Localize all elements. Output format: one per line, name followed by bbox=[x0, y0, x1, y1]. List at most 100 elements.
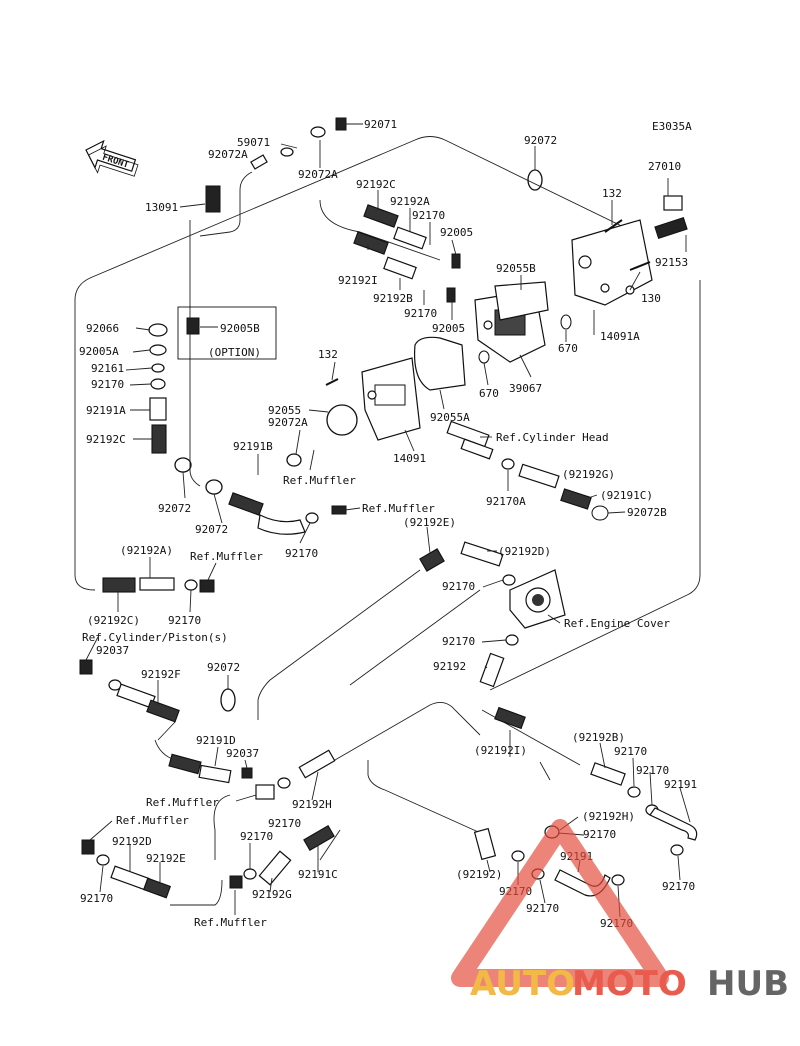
spring-92192C-b bbox=[151, 424, 167, 454]
muffler-fitting-c bbox=[81, 839, 95, 855]
part-label: 92192I bbox=[338, 274, 378, 287]
part-label: 92191D bbox=[196, 734, 236, 747]
spring-92192I-b bbox=[494, 706, 526, 730]
part-label: 39067 bbox=[509, 382, 542, 395]
part-label: 92170 bbox=[240, 830, 273, 843]
part-label: 92191B bbox=[233, 440, 273, 453]
part-label: 92005 bbox=[440, 226, 473, 239]
part-label: Ref.Muffler bbox=[190, 550, 263, 563]
tee-fitting bbox=[255, 784, 275, 800]
spring-92192I bbox=[353, 231, 389, 255]
part-label: 130 bbox=[641, 292, 661, 305]
fitting-92037-b bbox=[241, 767, 253, 779]
watermark-hub: HUB bbox=[707, 964, 789, 1004]
spring-92192F bbox=[146, 699, 180, 723]
part-label: (92191C) bbox=[600, 489, 653, 502]
part-label: (92192) bbox=[456, 868, 502, 881]
part-label: 92170 bbox=[80, 892, 113, 905]
spring-92191D-b bbox=[168, 753, 202, 775]
part-label: 92170 bbox=[614, 745, 647, 758]
part-label: (92192D) bbox=[498, 545, 551, 558]
washer-92161 bbox=[151, 363, 165, 373]
plug-92005 bbox=[451, 253, 461, 269]
part-label: (92192A) bbox=[120, 544, 173, 557]
clamp-92170-n bbox=[96, 854, 110, 866]
spring-92192E-b bbox=[142, 877, 172, 899]
part-label: (92192E) bbox=[403, 516, 456, 529]
part-label: 92170 bbox=[285, 547, 318, 560]
clamp-92170-j bbox=[277, 777, 291, 789]
clamp-92072A-c bbox=[286, 453, 302, 467]
part-label: Ref.Muffler bbox=[283, 474, 356, 487]
part-label: 92191 bbox=[664, 778, 697, 791]
fitting-92153 bbox=[654, 217, 688, 239]
part-label: 92192G bbox=[252, 888, 292, 901]
part-label: 59071 bbox=[237, 136, 270, 149]
clamp-92170-k bbox=[627, 786, 641, 798]
cylinder-head-fitting bbox=[446, 420, 494, 460]
part-label: 92170 bbox=[412, 209, 445, 222]
o-ring-92055 bbox=[326, 404, 358, 436]
part-label: 92072A bbox=[268, 416, 308, 429]
part-label: 132 bbox=[318, 348, 338, 361]
part-label: 92170 bbox=[442, 580, 475, 593]
fitting-92037 bbox=[79, 659, 93, 675]
part-label: 92170A bbox=[486, 495, 526, 508]
part-label: 92192D bbox=[112, 835, 152, 848]
hose-92191-b bbox=[649, 807, 698, 841]
cap-92005A bbox=[149, 344, 167, 356]
spring-92192C bbox=[363, 204, 399, 228]
cap-13091 bbox=[205, 185, 221, 213]
clamp-92170A bbox=[501, 458, 515, 470]
part-label: 92192H bbox=[292, 798, 332, 811]
part-label: 92005B bbox=[220, 322, 260, 335]
hose-92192H bbox=[298, 749, 336, 779]
hose-92192A bbox=[393, 226, 427, 250]
part-label: 92072 bbox=[195, 523, 228, 536]
part-label: 92170 bbox=[526, 902, 559, 915]
muffler-fitting-b bbox=[199, 579, 215, 593]
part-label: (92192G) bbox=[562, 468, 615, 481]
option-label: (OPTION) bbox=[208, 346, 261, 359]
hose-92192-g bbox=[473, 827, 497, 861]
hose-92192G bbox=[518, 463, 560, 489]
clamp-92170-p bbox=[243, 868, 257, 880]
hose-92191A bbox=[149, 397, 167, 421]
hose-route-right-loop bbox=[489, 280, 701, 691]
hose-route-left-loop bbox=[74, 136, 641, 575]
cap-92066 bbox=[148, 323, 168, 337]
part-label: 670 bbox=[558, 342, 578, 355]
part-label: 92055 bbox=[268, 404, 301, 417]
part-label: 92072 bbox=[158, 502, 191, 515]
clamp-92170-s bbox=[611, 874, 625, 886]
part-label: 92037 bbox=[96, 644, 129, 657]
clamp-92170-h bbox=[505, 634, 519, 646]
part-label: Ref.Muffler bbox=[362, 502, 435, 515]
part-label: 92191C bbox=[298, 868, 338, 881]
cover-plate-14091A bbox=[571, 219, 653, 306]
o-ring-670 bbox=[560, 314, 572, 330]
hose-92192D bbox=[460, 541, 504, 567]
part-label: 13091 bbox=[145, 201, 178, 214]
clamp-92170-q bbox=[511, 850, 525, 862]
bolt-130 bbox=[629, 261, 651, 271]
part-label: 92192B bbox=[373, 292, 413, 305]
watermark-moto: MOTO bbox=[572, 964, 687, 1004]
part-label: Ref.Muffler bbox=[116, 814, 189, 827]
watermark-logo: AUTO MOTO HUB bbox=[451, 819, 789, 1004]
part-label: 92191A bbox=[86, 404, 126, 417]
part-label: 92170 bbox=[91, 378, 124, 391]
part-label: 92055A bbox=[430, 411, 470, 424]
clamp-92072A-b bbox=[280, 147, 294, 157]
part-label: 92005 bbox=[432, 322, 465, 335]
hose-92192B bbox=[383, 256, 417, 280]
part-label: 92055B bbox=[496, 262, 536, 275]
part-label: 92170 bbox=[442, 635, 475, 648]
front-arrow-icon: FRONT bbox=[85, 139, 139, 177]
part-label: (92192B) bbox=[572, 731, 625, 744]
part-label: 92161 bbox=[91, 362, 124, 375]
part-label: 92192C bbox=[356, 178, 396, 191]
part-label: 92170 bbox=[404, 307, 437, 320]
part-label: 92072 bbox=[207, 661, 240, 674]
